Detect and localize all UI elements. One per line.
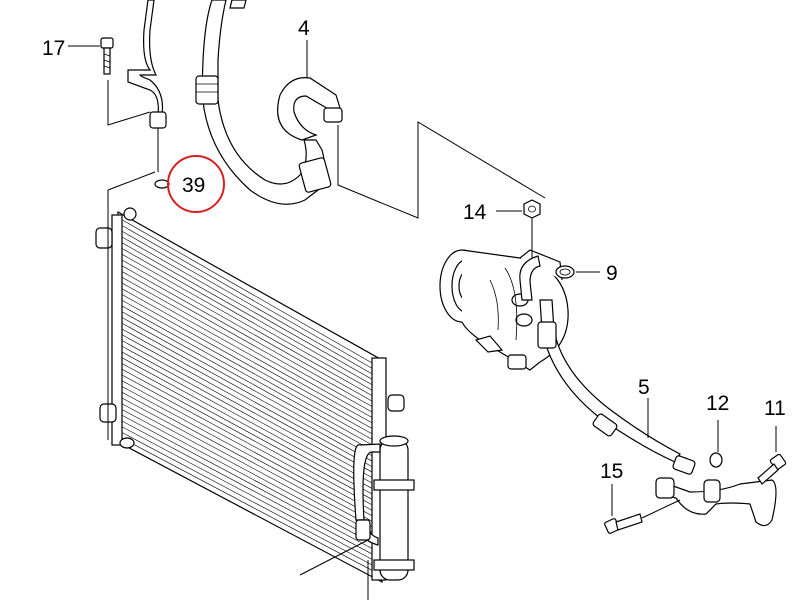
callout-14: 14 <box>463 201 487 224</box>
o-ring-12[interactable] <box>709 452 723 468</box>
callout-9: 9 <box>606 262 618 285</box>
callout-39: 39 <box>182 174 205 197</box>
callout-5: 5 <box>638 376 650 399</box>
highlight-circle-39 <box>167 155 225 213</box>
upper-thin-pipe[interactable] <box>127 0 167 172</box>
callout-15: 15 <box>600 460 623 483</box>
bolt-11[interactable] <box>757 453 787 485</box>
callout-11: 11 <box>764 397 786 420</box>
bracket-line-15 <box>641 499 681 519</box>
hose-4[interactable] <box>195 0 343 205</box>
bracket-line-17 <box>107 80 151 126</box>
hose-5[interactable] <box>519 255 777 527</box>
bracket-line-4 <box>337 121 546 219</box>
bracket-line-drier-1 <box>299 539 369 576</box>
o-ring-9[interactable] <box>555 265 575 279</box>
callout-12: 12 <box>706 392 729 415</box>
bolt-15[interactable] <box>604 513 643 534</box>
nut-14[interactable] <box>523 199 541 219</box>
o-ring-39[interactable] <box>154 179 170 189</box>
callout-4: 4 <box>298 17 310 40</box>
receiver-drier[interactable] <box>353 435 415 581</box>
callout-17: 17 <box>42 37 65 60</box>
bolt-17[interactable] <box>100 37 114 75</box>
